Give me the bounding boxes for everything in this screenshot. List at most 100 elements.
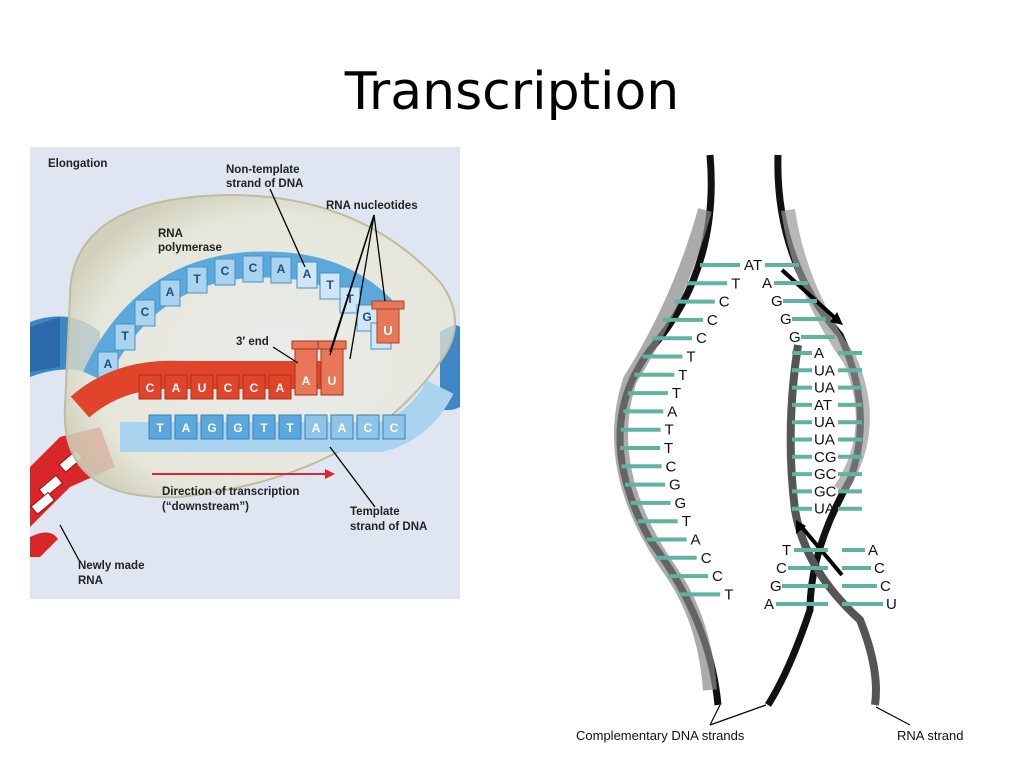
bottom-rna-base-letter: C [880,578,891,595]
template-base-letter: C [390,421,399,435]
caption-pointer-1 [709,704,721,726]
pointer-newly-made [59,524,81,563]
free-nucleotide-base: U [383,323,392,338]
rna-pair-rung: UA [792,501,862,518]
bottom-rna-base-letter: C [874,560,885,577]
rna-base: U [190,374,214,400]
bottom-rna-rung: C [842,578,891,595]
template-base: C [356,414,380,440]
newly-made-label-2: RNA [78,575,103,587]
template-base-letter: T [156,421,164,435]
right-top-rung: G [771,293,817,310]
rna-pair-letters: A [814,345,824,362]
left-strand-base-letter: A [744,257,754,274]
right-top-rung: T [753,257,799,274]
rna-pair-rung: UA [792,432,862,449]
left-strand-rung: T [620,422,674,439]
caption-complementary: Complementary DNA strands [576,728,745,743]
rna-pair-rung: GC [792,466,862,483]
left-strand-base-letter: T [682,513,691,530]
non-template-label-2: strand of DNA [226,178,303,190]
template-base: G [226,414,250,440]
template-base-letter: C [364,421,373,435]
rna-polymerase-label-1: RNA [158,228,183,240]
rna-base: C [242,374,266,400]
pointer-template [329,446,376,508]
pointer-nucleotide-2 [373,214,386,302]
left-strand-rung: T [620,440,673,457]
left-strand-rung: G [630,495,686,512]
left-strand-rung: A [700,257,754,274]
template-base-letter: T [260,421,268,435]
template-base: T [148,414,172,440]
bottom-rna-rung: A [842,542,878,559]
bottom-rna-rung: C [842,560,885,577]
left-strand-base-letter: C [666,458,677,475]
right-top-base-letter: G [789,329,801,346]
caption-pointer-3 [875,706,911,726]
template-base: G [200,414,224,440]
non-template-base: T [114,323,136,351]
left-strand-rung: T [627,385,681,402]
bottom-dna-base-letter: C [776,560,787,577]
template-base: A [174,414,198,440]
non-template-base: T [319,272,341,300]
bottom-dna-base-letter: G [770,578,782,595]
three-end-label: 3′ end [236,336,269,348]
non-template-base: C [134,299,156,327]
rna-pair-letters: UA [814,432,835,449]
rna-base: A [291,340,321,396]
bottom-dna-rung: C [776,560,828,577]
non-template-base-letter: T [121,329,129,343]
rna-pair-rung: UA [792,362,862,379]
non-template-base: C [242,255,264,283]
right-top-rung: A [762,275,808,292]
bottom-rna-rung: U [842,596,897,613]
left-strand-rung: C [674,294,730,311]
bottom-dna-rung: T [782,542,828,559]
rna-pair-rung: AT [792,397,862,414]
non-template-base-letter: C [141,305,150,319]
rna-pair-rung: UA [792,414,862,431]
non-template-base-letter: A [166,285,175,299]
non-template-base-letter: T [326,278,334,292]
left-strand-base-letter: C [696,330,707,347]
non-template-base: T [186,266,208,294]
rna-base-letter: A [302,374,311,388]
newly-made-label-1: Newly made [78,560,144,572]
right-top-base-letter: G [780,311,792,328]
template-base: T [252,414,276,440]
non-template-base-letter: A [303,267,312,281]
left-strand-rung: A [623,403,677,420]
rna-pair-rung: CG [792,449,862,466]
elongation-heading: Elongation [48,158,107,170]
non-template-base: C [214,258,236,286]
pointer-3-end [272,346,299,364]
non-template-base-letter: A [104,357,113,371]
rna-nucleotides-label: RNA nucleotides [326,200,418,212]
left-strand-base-letter: C [712,568,723,585]
rna-base-letter: U [328,374,337,388]
caption-rna-strand: RNA strand [897,728,963,743]
right-top-base-letter: A [762,275,772,292]
pointer-nucleotide-3 [349,214,375,360]
right-top-base-letter: T [753,257,762,274]
template-base-letter: G [207,421,216,435]
left-strand-base-letter: A [667,403,677,420]
rna-base-letter: C [224,381,233,395]
left-strand-rung: T [642,349,696,366]
rna-base: C [216,374,240,400]
bottom-rna-base-letter: U [886,596,897,613]
left-strand-base-letter: T [672,385,681,402]
non-template-base: A [296,261,318,289]
non-template-base: A [270,256,292,284]
left-strand-base-letter: T [678,367,687,384]
template-strand [120,379,454,452]
bottom-dna-rung: G [770,578,828,595]
left-strand-base-letter: A [691,532,701,549]
left-strand-base-letter: T [731,275,740,292]
non-template-base-letter: G [362,310,371,324]
non-template-base-letter: C [221,264,230,278]
